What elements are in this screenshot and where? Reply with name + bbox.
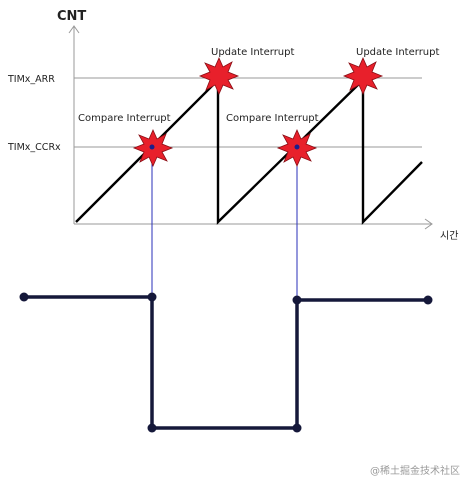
ccr-level-label: TIMx_CCRx xyxy=(7,142,61,153)
compare-point xyxy=(149,144,155,150)
output-signal xyxy=(24,295,428,430)
y-axis-label: CNT xyxy=(57,9,86,24)
arr-level-label: TIMx_ARR xyxy=(7,74,55,85)
x-axis-arrow xyxy=(424,218,433,230)
y-axis-arrow xyxy=(68,25,80,34)
update-interrupt-burst xyxy=(198,57,240,95)
counter-sawtooth xyxy=(75,77,423,225)
signal-point xyxy=(147,292,157,302)
compare-interrupt-label: Compare Interrupt xyxy=(226,113,319,124)
watermark: @稀土掘金技术社区 xyxy=(370,464,460,477)
update-interrupt-label: Update Interrupt xyxy=(356,47,439,58)
signal-point xyxy=(147,423,157,433)
signal-point xyxy=(423,295,433,305)
signal-point xyxy=(292,423,302,433)
signal-point xyxy=(292,295,302,305)
compare-interrupt-label: Compare Interrupt xyxy=(78,113,171,124)
update-interrupt-burst xyxy=(342,57,384,95)
x-axis-label: 시간 xyxy=(440,230,458,242)
signal-point xyxy=(19,292,29,302)
update-interrupt-label: Update Interrupt xyxy=(211,47,294,58)
compare-point xyxy=(294,144,300,150)
